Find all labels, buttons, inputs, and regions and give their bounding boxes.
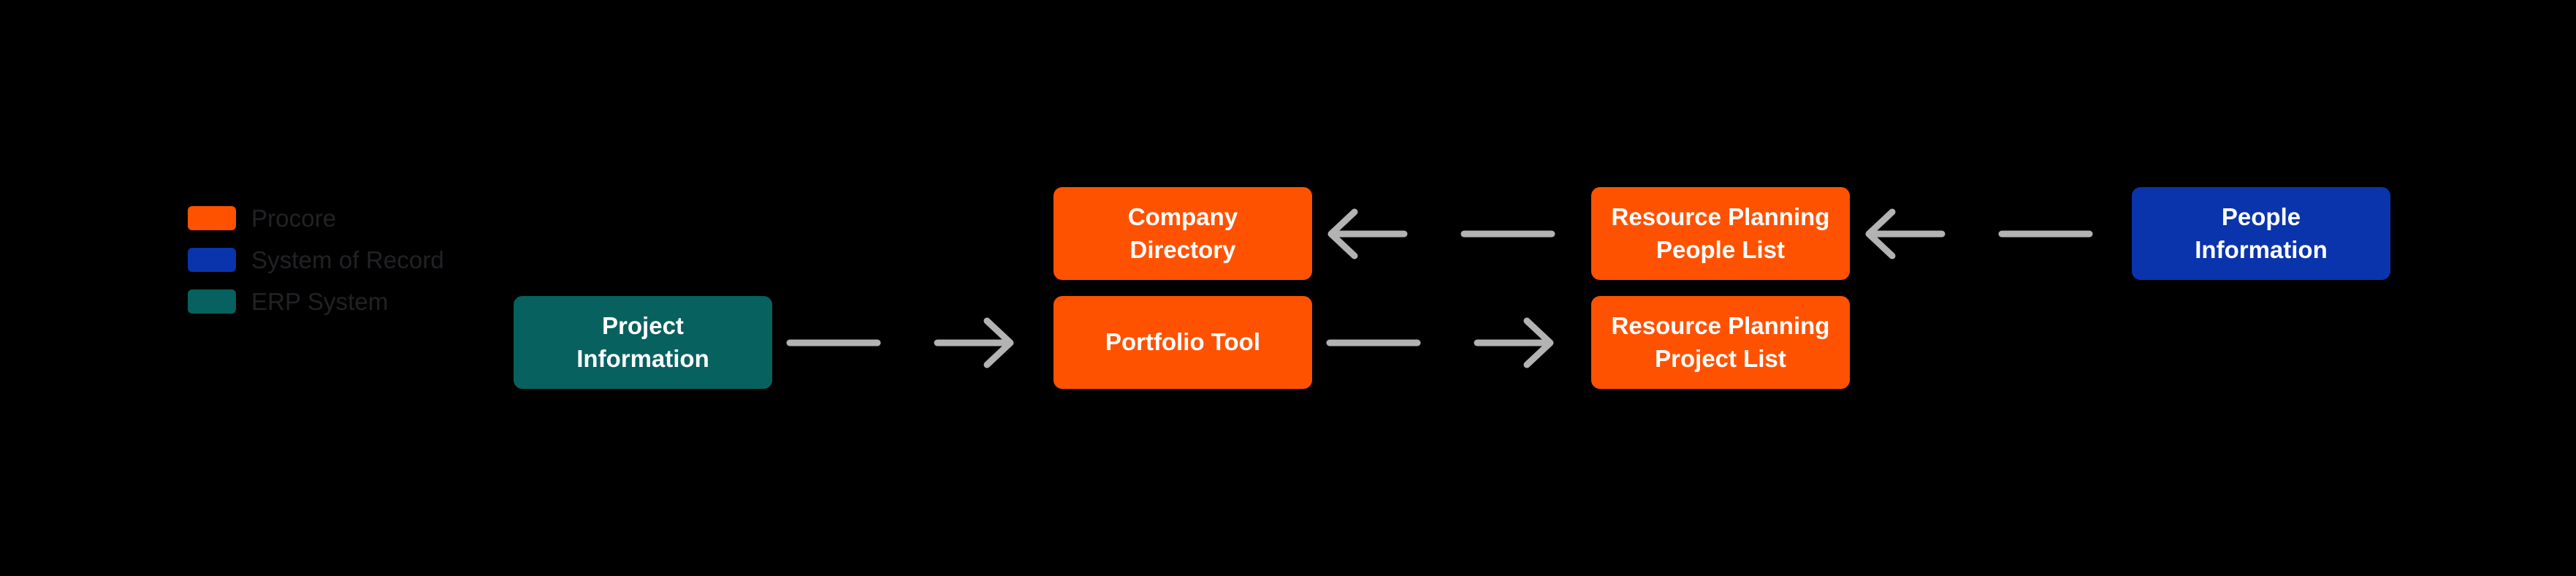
node-company-directory[interactable]: Company Directory bbox=[1053, 187, 1312, 280]
system-of-record-swatch bbox=[188, 248, 236, 272]
node-project-information[interactable]: Project Information bbox=[514, 296, 772, 389]
connector-arrow-right bbox=[1324, 317, 1558, 368]
erp-system-swatch bbox=[188, 289, 236, 314]
node-label: Project Information bbox=[576, 311, 709, 372]
connector-arrow-left bbox=[1324, 208, 1558, 259]
connector-arrow-left bbox=[1861, 208, 2095, 259]
legend-label-erp-system: ERP System bbox=[251, 287, 389, 315]
node-resource-planning-project-list[interactable]: Resource Planning Project List bbox=[1591, 296, 1850, 389]
node-label: Resource Planning Project List bbox=[1611, 311, 1830, 372]
legend: Procore System of Record ERP System bbox=[188, 197, 444, 322]
node-label: People Information bbox=[2195, 202, 2328, 263]
node-label: Portfolio Tool bbox=[1105, 328, 1260, 356]
connector-arrow-right bbox=[784, 317, 1018, 368]
node-portfolio-tool[interactable]: Portfolio Tool bbox=[1053, 296, 1312, 389]
node-resource-planning-people-list[interactable]: Resource Planning People List bbox=[1591, 187, 1850, 280]
node-people-information[interactable]: People Information bbox=[2132, 187, 2390, 280]
legend-item-system-of-record: System of Record bbox=[188, 239, 444, 281]
node-label: Resource Planning People List bbox=[1611, 202, 1830, 263]
legend-item-erp-system: ERP System bbox=[188, 281, 444, 322]
legend-item-procore: Procore bbox=[188, 197, 444, 239]
legend-label-procore: Procore bbox=[251, 204, 337, 232]
node-label: Company Directory bbox=[1127, 202, 1238, 263]
procore-swatch bbox=[188, 206, 236, 230]
legend-label-system-of-record: System of Record bbox=[251, 246, 444, 273]
